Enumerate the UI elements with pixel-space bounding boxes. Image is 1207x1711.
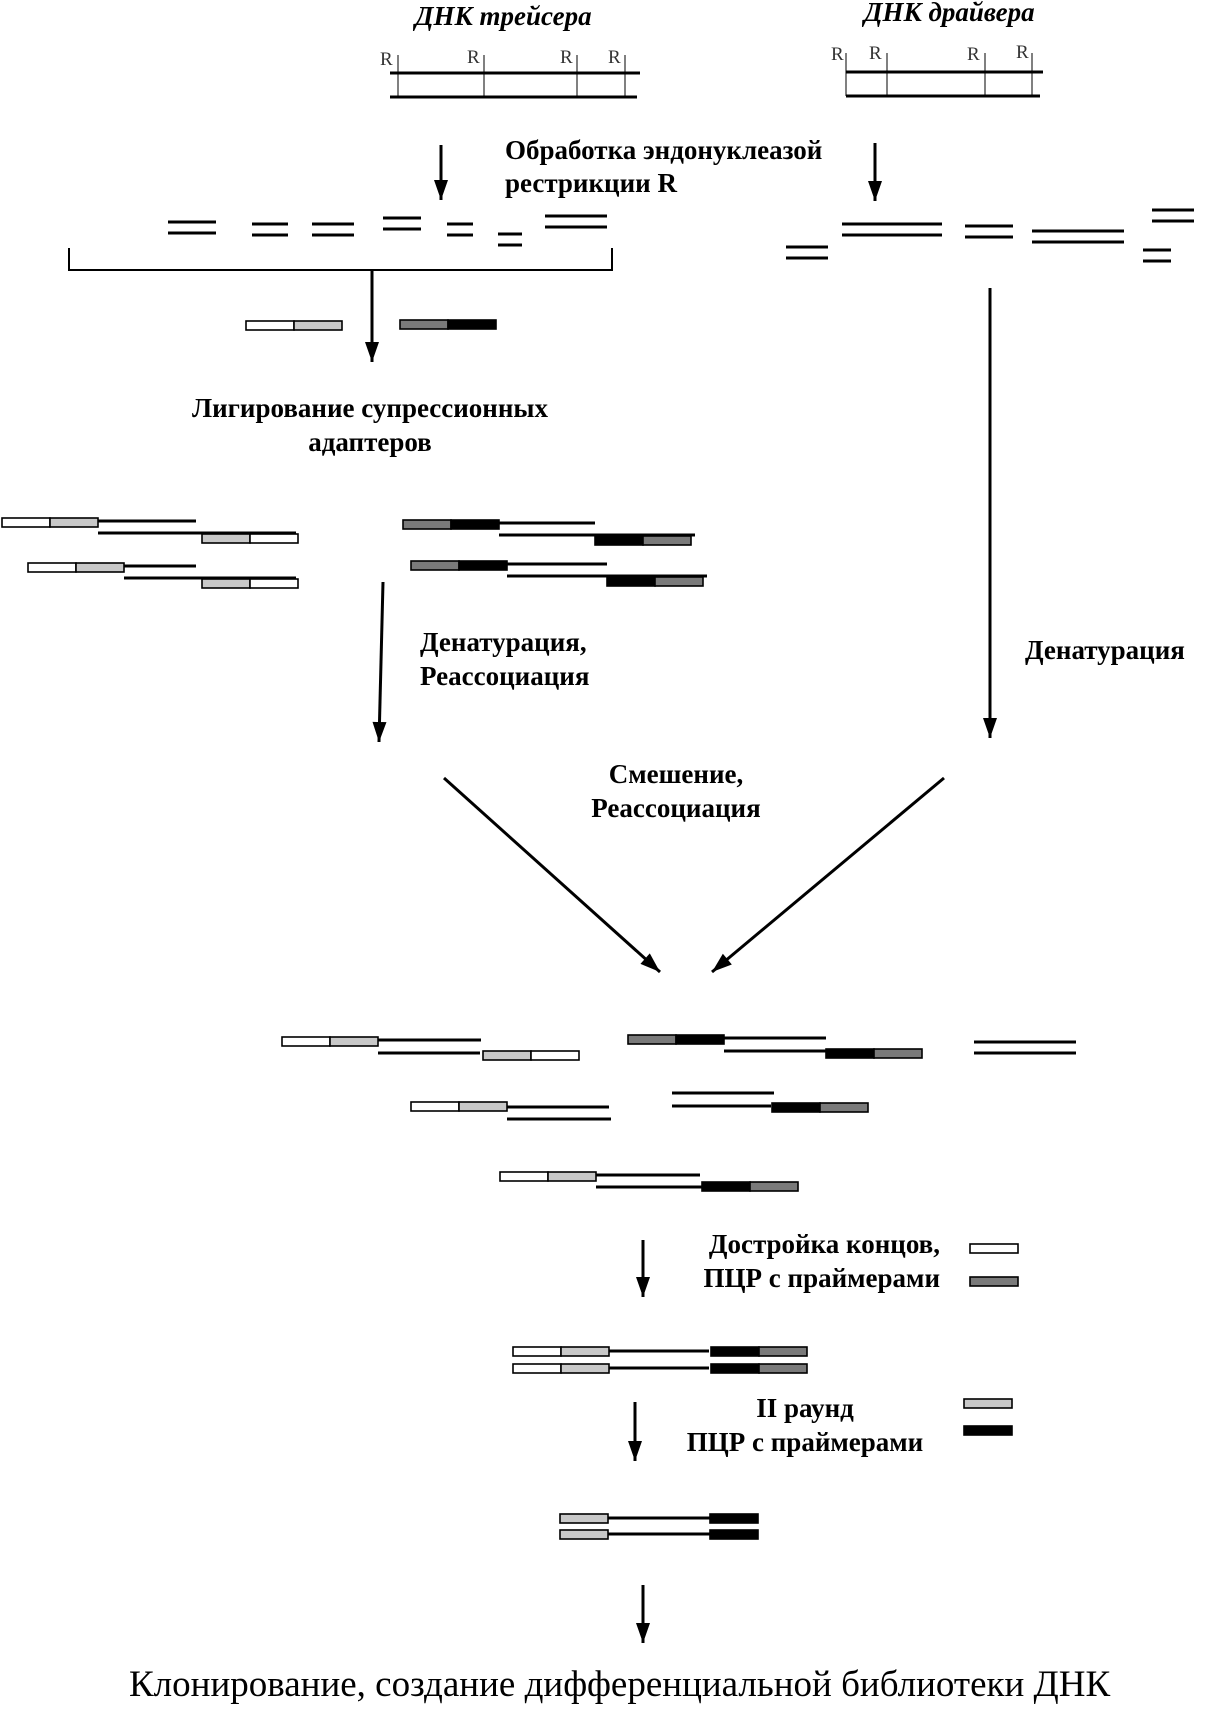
- adapter-segment: [560, 1363, 610, 1374]
- adapter-segment: [482, 1050, 532, 1061]
- restriction-site-label: R: [869, 43, 882, 64]
- adapter-segment: [560, 1346, 610, 1357]
- adapter-segment: [1, 517, 51, 528]
- step-pcr2-line2: ПЦР с праймерами: [686, 1427, 924, 1457]
- arrow-cloning-head: [636, 1623, 650, 1643]
- step-driver-denaturation: Денатурация: [1025, 635, 1185, 665]
- adapter-segment: [710, 1346, 760, 1357]
- adapter-segment: [819, 1102, 869, 1113]
- adapter-segment: [675, 1034, 725, 1045]
- adapter-segment: [627, 1034, 677, 1045]
- restriction-site-label: R: [967, 44, 980, 65]
- primer-white-legend: [969, 1243, 1019, 1254]
- adapter-segment: [458, 560, 508, 571]
- step-mixing-line1: Смешение,: [608, 759, 744, 789]
- adapter-segment: [201, 578, 251, 589]
- primer-dark-legend: [963, 1425, 1013, 1436]
- step-tracer-denaturation-line1: Денатурация,: [420, 627, 587, 657]
- arrow-tracer-denaturation-shaft: [377, 581, 385, 743]
- adapter-segment: [329, 1036, 379, 1047]
- adapter-segment: [249, 578, 299, 589]
- arrow-driver-restriction-head: [868, 181, 882, 201]
- step-tracer-denaturation-line2: Реассоциация: [420, 661, 590, 691]
- arrow-mixing-tracer-shaft: [442, 776, 662, 974]
- restriction-site-label: R: [380, 49, 393, 70]
- arrow-pcr1-head: [636, 1277, 650, 1297]
- adapter-segment: [512, 1363, 562, 1374]
- final-cloning-label: Клонирование, создание дифференциальной …: [129, 1664, 1111, 1705]
- arrow-mixing-driver-head: [712, 953, 732, 972]
- arrow-mixing-driver-shaft: [711, 776, 945, 974]
- restriction-site-label: R: [831, 44, 844, 65]
- primer-light-legend: [963, 1398, 1013, 1409]
- adapter-segment: [201, 533, 251, 544]
- step-mixing-line2: Реассоциация: [591, 793, 761, 823]
- adapter-segment: [559, 1513, 609, 1524]
- adapter-segment: [530, 1050, 580, 1061]
- adapter-segment: [710, 1363, 760, 1374]
- adapter-segment: [281, 1036, 331, 1047]
- adapter-segment: [642, 535, 692, 546]
- arrow-pcr2-head: [628, 1441, 642, 1461]
- adapter-segment: [245, 320, 295, 331]
- adapter-segment: [402, 519, 452, 530]
- adapter-segment: [75, 562, 125, 573]
- arrow-ligation-head: [365, 342, 379, 362]
- adapter-segment: [512, 1346, 562, 1357]
- adapter-segment: [399, 319, 449, 330]
- step-pcr2-line1: II раунд: [756, 1393, 854, 1423]
- adapter-segment: [249, 533, 299, 544]
- restriction-site-label: R: [1016, 42, 1029, 63]
- adapter-segment: [701, 1181, 751, 1192]
- adapter-segment: [654, 576, 704, 587]
- adapter-segment: [293, 320, 343, 331]
- adapter-segment: [771, 1102, 821, 1113]
- adapter-segment: [499, 1171, 549, 1182]
- adapter-segment: [447, 319, 497, 330]
- adapter-segment: [758, 1346, 808, 1357]
- step-ligation-line1: Лигирование супрессионных: [192, 393, 548, 423]
- restriction-site-label: R: [560, 47, 573, 68]
- restriction-site-label: R: [608, 47, 621, 68]
- arrow-driver-denaturation-head: [983, 718, 997, 738]
- primer-mid-legend: [969, 1276, 1019, 1287]
- adapter-segment: [873, 1048, 923, 1059]
- arrow-tracer-restriction-head: [434, 180, 448, 200]
- adapter-segment: [606, 576, 656, 587]
- adapter-segment: [709, 1513, 759, 1524]
- title-tracer-dna: ДНК трейсера: [415, 1, 592, 31]
- adapter-segment: [49, 517, 99, 528]
- adapter-segment: [410, 560, 460, 571]
- step-ligation-line2: адаптеров: [308, 427, 432, 457]
- adapter-segment: [450, 519, 500, 530]
- adapter-segment: [758, 1363, 808, 1374]
- step-pcr1-line2: ПЦР с праймерами: [703, 1263, 940, 1293]
- adapter-segment: [594, 535, 644, 546]
- step-restriction-line2: рестрикции R: [505, 168, 677, 198]
- step-restriction-line1: Обработка эндонуклеазой: [505, 135, 823, 165]
- arrow-tracer-denaturation-head: [372, 721, 387, 742]
- restriction-site-label: R: [467, 47, 480, 68]
- step-pcr1-line1: Достройка концов,: [708, 1229, 940, 1259]
- adapter-segment: [547, 1171, 597, 1182]
- adapter-segment: [410, 1101, 460, 1112]
- adapter-segment: [458, 1101, 508, 1112]
- adapter-segment: [749, 1181, 799, 1192]
- adapter-segment: [709, 1529, 759, 1540]
- adapter-segment: [825, 1048, 875, 1059]
- adapter-segment: [559, 1529, 609, 1540]
- arrow-mixing-tracer-head: [640, 953, 660, 972]
- adapter-segment: [27, 562, 77, 573]
- title-driver-dna: ДНК драйвера: [864, 0, 1035, 27]
